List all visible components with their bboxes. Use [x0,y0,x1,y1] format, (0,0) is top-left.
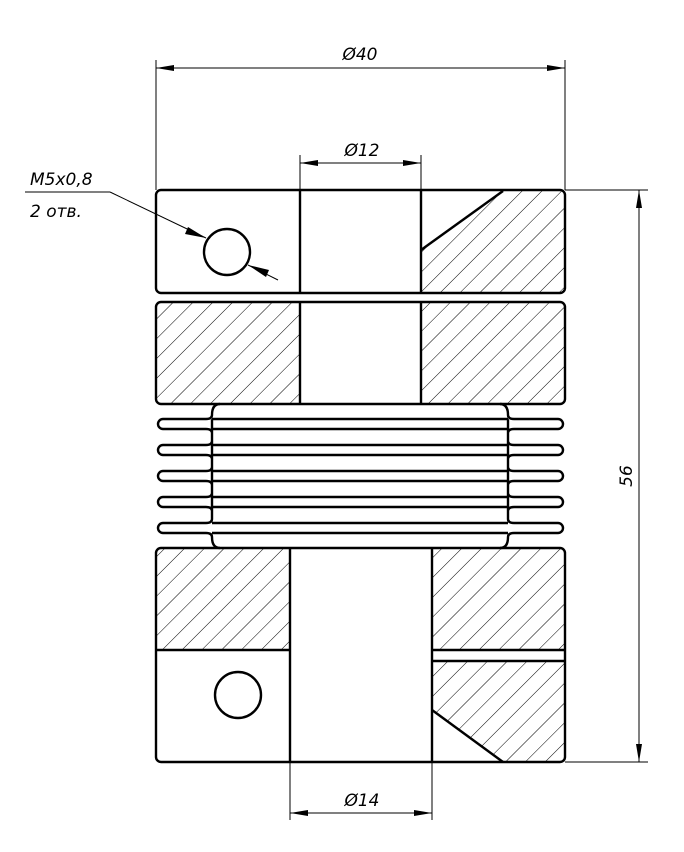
bellows-left-profile [156,402,221,550]
thread-hole-top [202,227,252,277]
dimension-bore-top: Ø12 [299,141,422,190]
thread-callout: M5x0,8 2 отв. [25,170,279,281]
svg-text:M5x0,8: M5x0,8 [30,170,93,190]
svg-text:Ø40: Ø40 [341,45,377,65]
bellows [156,402,565,550]
bellows-right-profile [499,402,565,550]
svg-text:Ø14: Ø14 [343,791,379,811]
svg-text:56: 56 [617,465,637,487]
top-clamp-block [154,188,567,295]
dimension-bore-bottom: Ø14 [289,762,433,820]
dimension-outer-diameter: Ø40 [155,45,566,190]
svg-text:2 отв.: 2 отв. [30,202,82,222]
dimension-length: 56 [565,189,648,763]
svg-text:Ø12: Ø12 [343,141,379,161]
thread-hole-bottom [213,670,263,720]
bottom-clamp-block [154,546,567,764]
upper-hub-block [154,300,567,406]
